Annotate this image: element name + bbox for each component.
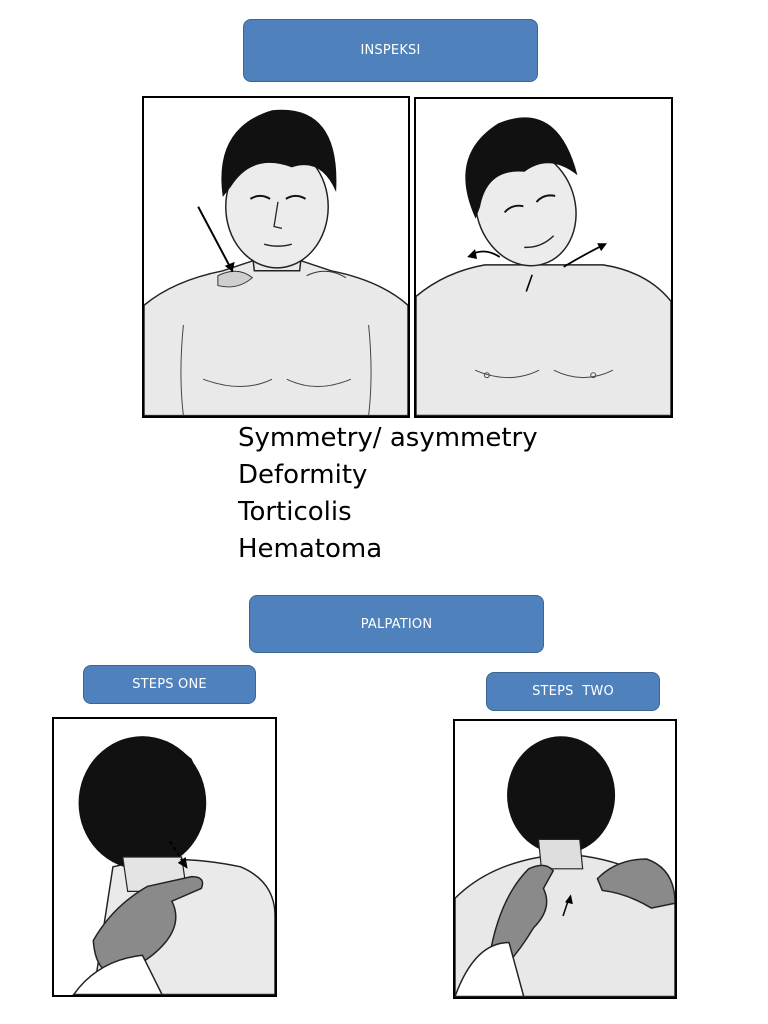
step-one-label-text: STEPS ONE bbox=[132, 677, 207, 692]
palpation-heading-label: PALPATION bbox=[360, 616, 433, 632]
finding-item: Hematoma bbox=[238, 534, 383, 564]
step-one-label: STEPS ONE bbox=[83, 665, 256, 704]
inspection-heading-label: INSPEKSI bbox=[360, 43, 421, 58]
step-two-label-text: STEPS TWO bbox=[532, 684, 614, 699]
inspection-findings-list: Symmetry/ asymmetry Deformity Torticolis… bbox=[238, 420, 538, 568]
palpation-step-two-illustration bbox=[453, 719, 677, 999]
inspection-torticollis-illustration bbox=[414, 97, 673, 418]
finding-item: Torticolis bbox=[238, 497, 352, 527]
inspection-front-view-illustration bbox=[142, 96, 410, 418]
finding-item: Deformity bbox=[238, 460, 368, 490]
torticollis-figure bbox=[416, 99, 671, 416]
finding-item: Symmetry/ asymmetry bbox=[238, 423, 538, 453]
step-two-label: STEPS TWO bbox=[486, 672, 660, 711]
step-two-figure bbox=[455, 721, 675, 997]
front-view-figure bbox=[144, 98, 408, 416]
inspection-heading: INSPEKSI bbox=[243, 19, 538, 82]
palpation-heading: PALPATION bbox=[249, 595, 544, 653]
step-one-figure bbox=[54, 719, 275, 995]
palpation-step-one-illustration bbox=[52, 717, 277, 997]
